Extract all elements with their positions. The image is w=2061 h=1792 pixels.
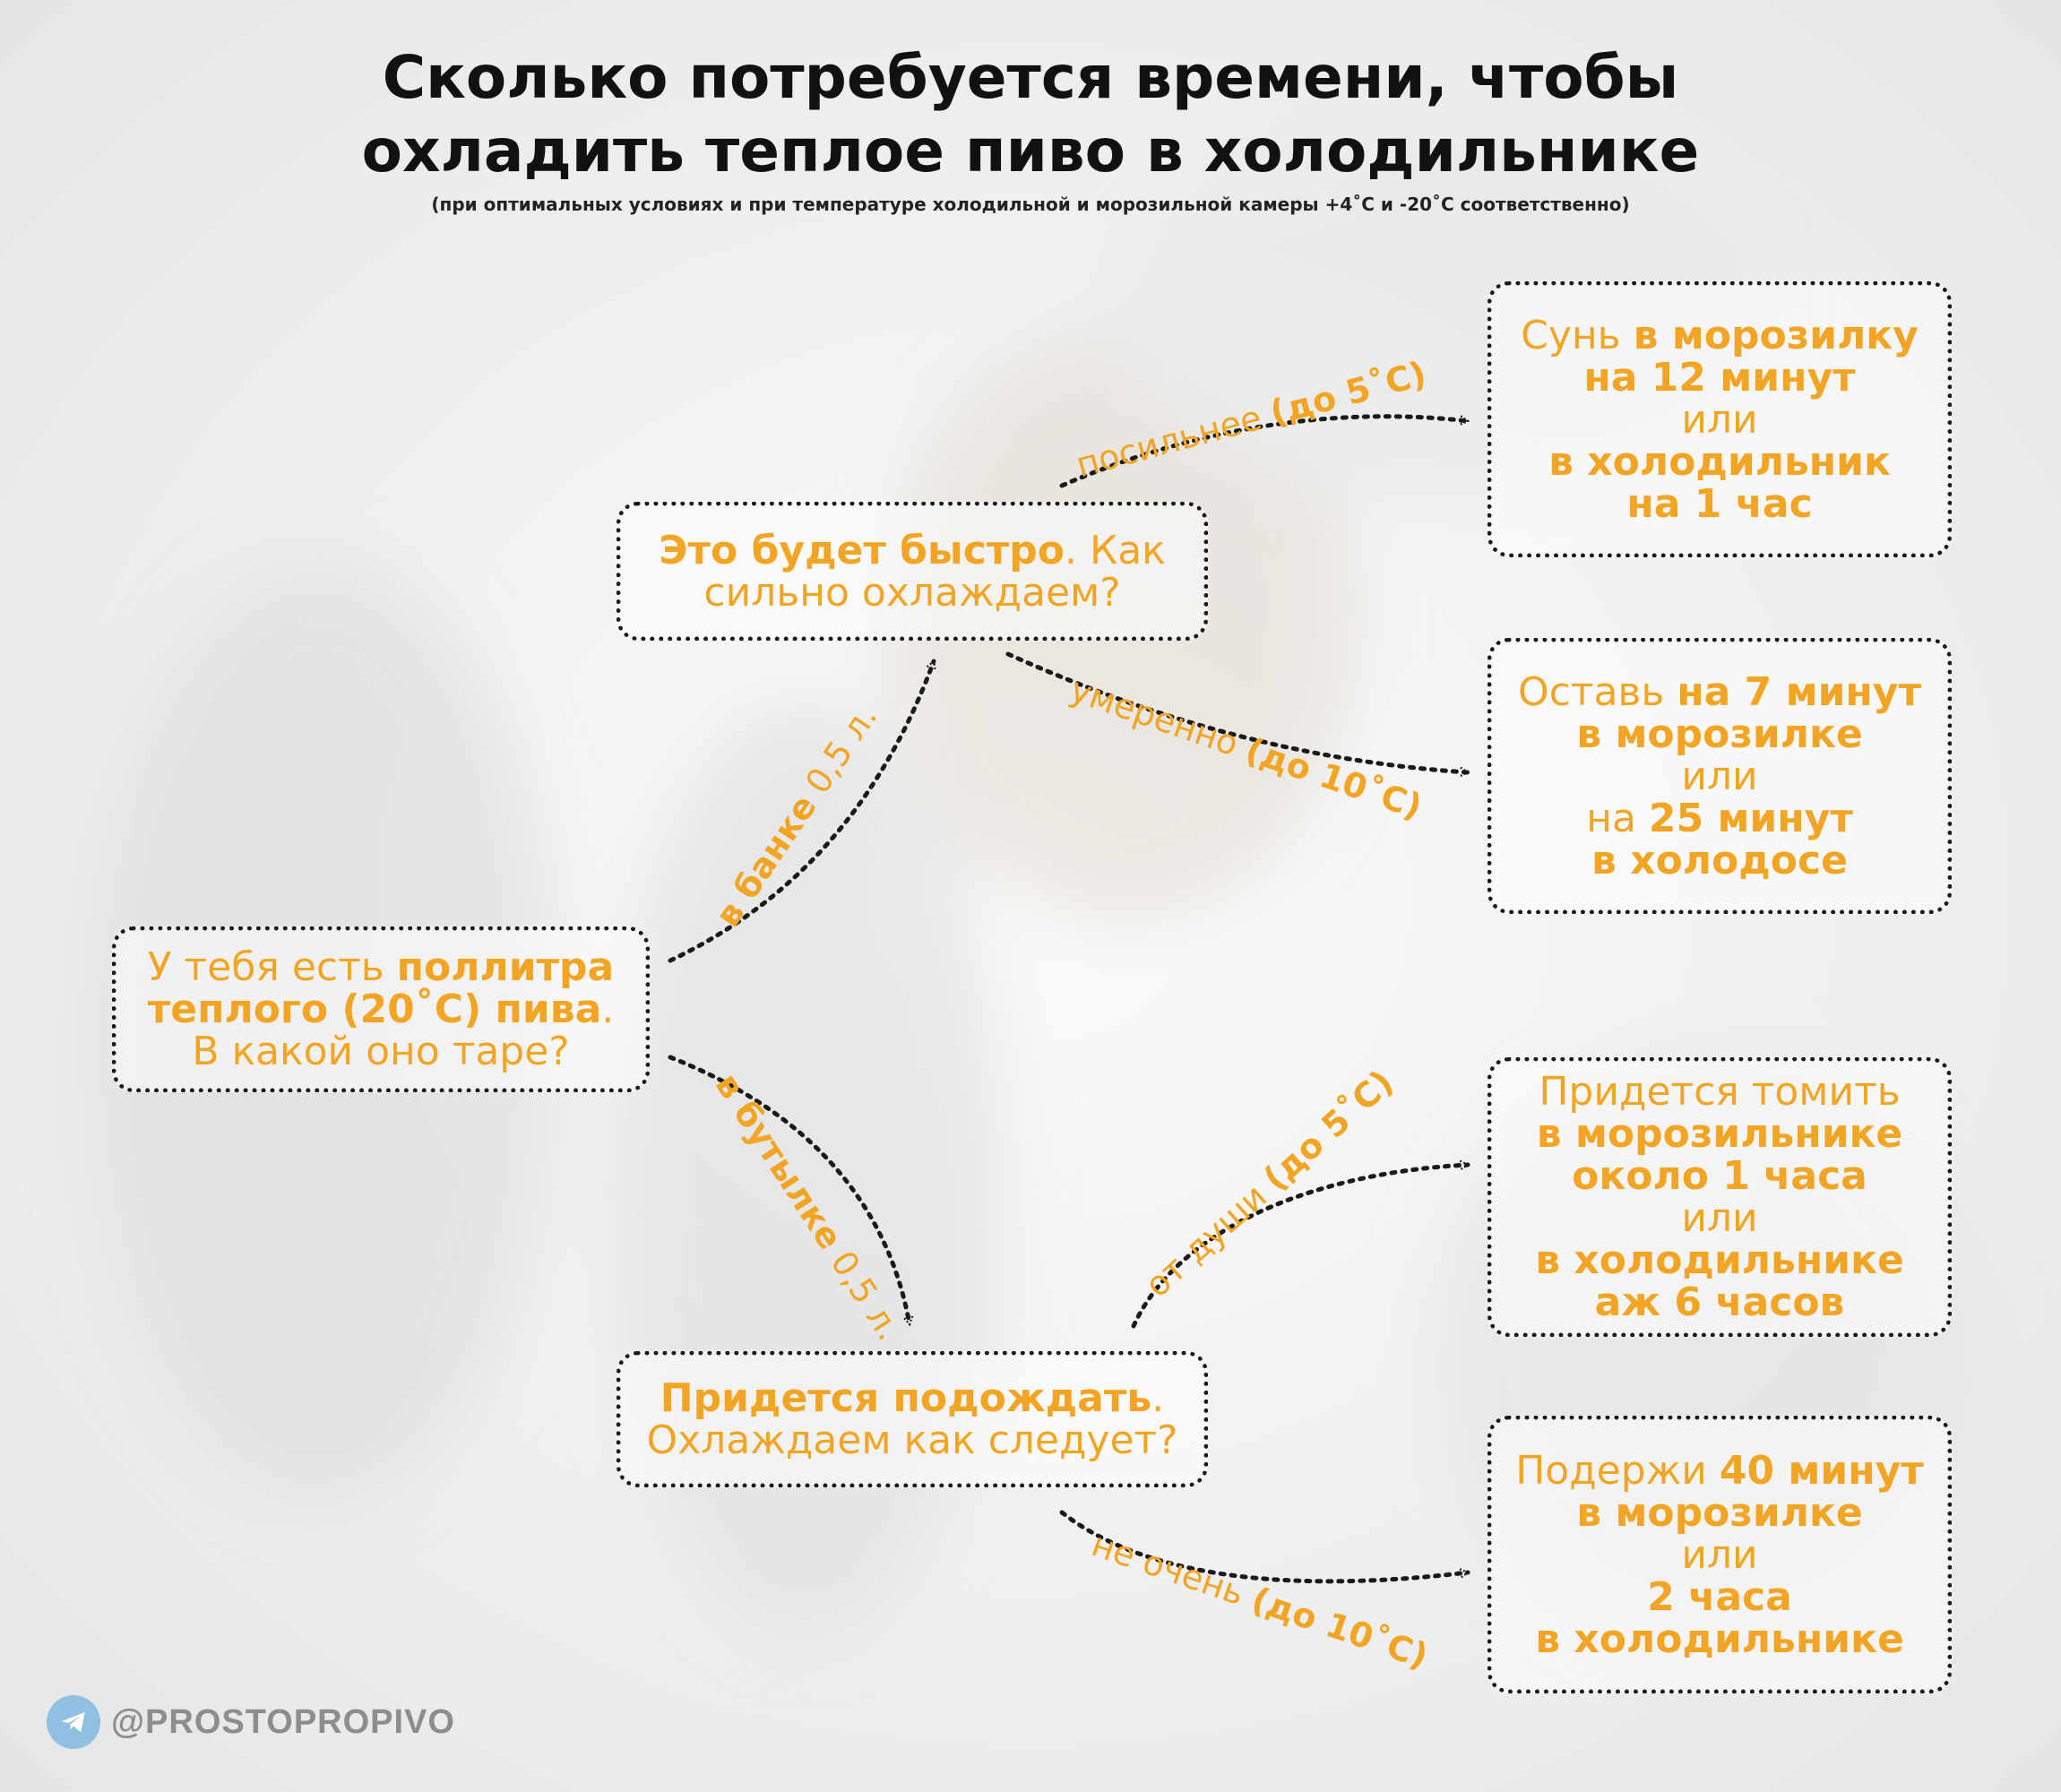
fast-text-1: Это будет быстро xyxy=(659,527,1065,573)
start-text-4: . xyxy=(601,986,615,1032)
start-text-5: В какой оно таре? xyxy=(192,1029,570,1074)
r3-line-a: Придется томить xyxy=(1539,1069,1901,1115)
r3-line-b: в морозильнике xyxy=(1536,1111,1903,1157)
arrow-slow-to-r3 xyxy=(1131,1165,1468,1329)
start-text-3: теплого (20˚С) пива xyxy=(147,986,602,1032)
result-box-strong-slow: Придется томить в морозильнике около 1 ч… xyxy=(1488,1057,1952,1337)
fast-text-2: . Как xyxy=(1065,527,1166,573)
r4-line-d: или xyxy=(1681,1531,1758,1578)
r1-line-e: в холодильник xyxy=(1548,438,1891,485)
r3-line-c: около 1 часа xyxy=(1572,1153,1867,1199)
fast-question-box: Это будет быстро. Как сильно охлаждаем? xyxy=(617,502,1208,641)
r2-line-b: на 7 минут xyxy=(1677,668,1921,715)
r1-line-d: или xyxy=(1681,396,1758,443)
r2-line-c: в морозилке xyxy=(1576,711,1863,757)
slow-text-3: Охлаждаем как следует? xyxy=(646,1417,1178,1463)
slow-text-1: Придется подождать xyxy=(660,1375,1152,1421)
title-line-1: Сколько потребуется времени, чтобы xyxy=(382,43,1679,112)
slow-question-box: Придется подождать. Охлаждаем как следуе… xyxy=(617,1351,1208,1487)
r2-line-d: или xyxy=(1681,753,1758,799)
page-title: Сколько потребуется времени, чтобы охлад… xyxy=(0,41,2061,188)
start-text-2: поллитра xyxy=(396,944,615,990)
r1-line-f: на 1 час xyxy=(1626,480,1813,527)
result-box-strong-fast: Сунь в морозилку на 12 минут или в холод… xyxy=(1488,281,1952,557)
r3-line-e: в холодильнике xyxy=(1535,1237,1904,1283)
channel-handle: @PROSTOPROPIVO xyxy=(111,1702,455,1741)
r3-line-d: или xyxy=(1681,1195,1758,1241)
brand-footer: @PROSTOPROPIVO xyxy=(47,1695,455,1749)
fast-text-3: сильно охлаждаем? xyxy=(703,569,1121,616)
start-text-1: У тебя есть xyxy=(147,944,397,990)
arrow-fast-to-r2 xyxy=(1005,651,1468,772)
arrow-fast-to-r1 xyxy=(1059,417,1468,488)
r4-line-c: в морозилке xyxy=(1576,1489,1863,1536)
arrow-start-to-slow xyxy=(668,1055,910,1324)
r2-line-g: в холодосе xyxy=(1591,837,1848,883)
r4-line-b: 40 минут xyxy=(1719,1447,1924,1494)
r3-line-f: аж 6 часов xyxy=(1594,1279,1845,1325)
r1-line-b: в морозилку xyxy=(1633,312,1919,358)
r1-line-c: на 12 минут xyxy=(1583,354,1856,401)
page-subtitle: (при оптимальных условиях и при температ… xyxy=(431,194,1630,215)
slow-text-2: . xyxy=(1151,1375,1165,1421)
result-box-moderate-fast: Оставь на 7 минут в морозилке или на 25 … xyxy=(1488,638,1952,914)
r2-line-a: Оставь xyxy=(1517,668,1677,715)
r4-line-f: в холодильнике xyxy=(1535,1615,1904,1662)
r4-line-a: Подержи xyxy=(1515,1447,1720,1494)
start-question-box: У тебя есть поллитра теплого (20˚С) пива… xyxy=(112,926,650,1092)
r4-line-e: 2 часа xyxy=(1647,1573,1792,1620)
r1-line-a: Сунь xyxy=(1521,312,1634,358)
r2-line-e: на xyxy=(1586,795,1649,841)
arrow-start-to-fast xyxy=(668,661,934,963)
arrow-slow-to-r4 xyxy=(1059,1510,1468,1584)
r2-line-f: 25 минут xyxy=(1648,795,1853,841)
result-box-notvery-slow: Подержи 40 минут в морозилке или 2 часа … xyxy=(1488,1416,1952,1693)
telegram-icon xyxy=(47,1695,100,1749)
title-line-2: охладить теплое пиво в холодильнике xyxy=(361,116,1700,185)
